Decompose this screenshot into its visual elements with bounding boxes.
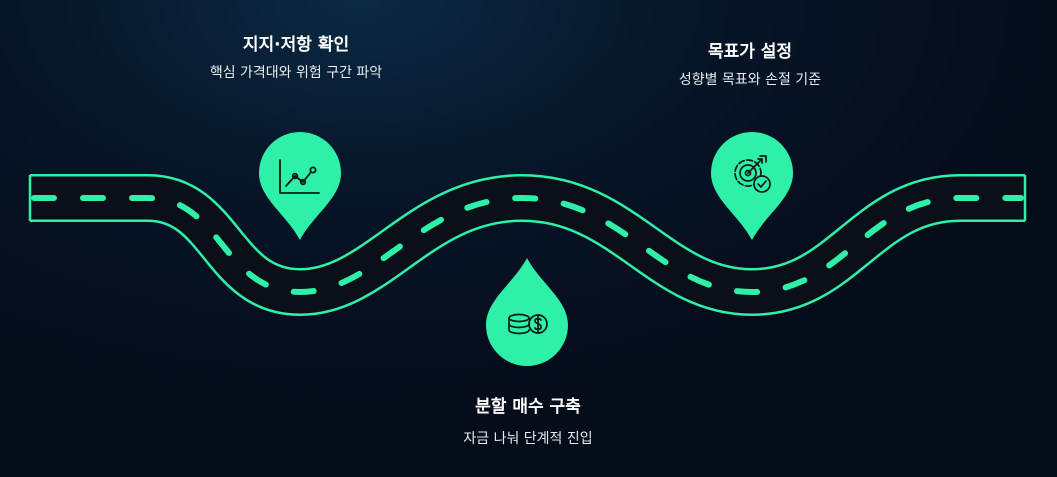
target-icon: [734, 155, 771, 193]
lane-dashes: [31, 194, 1024, 296]
step-description: 자금 나눠 단계적 진입: [463, 431, 593, 447]
pin-support: [259, 132, 341, 240]
step-title: 지지·저항 확인: [242, 35, 350, 55]
step-description: 핵심 가격대와 위험 구간 파악: [209, 65, 383, 81]
line-chart-icon: [279, 159, 320, 194]
step-title: 분할 매수 구축: [475, 397, 581, 417]
step-description: 성향별 목표와 손절 기준: [678, 72, 822, 88]
step-title: 목표가 설정: [707, 42, 793, 62]
step-target: 목표가 설정 성향별 목표와 손절 기준: [640, 41, 860, 89]
pin-target: [711, 132, 793, 240]
step-buy: 분할 매수 구축 자금 나눠 단계적 진입: [418, 396, 638, 448]
step-support: 지지·저항 확인 핵심 가격대와 위험 구간 파악: [196, 34, 396, 82]
coin-stack-icon: [508, 313, 548, 335]
pin-buy: [486, 258, 568, 366]
